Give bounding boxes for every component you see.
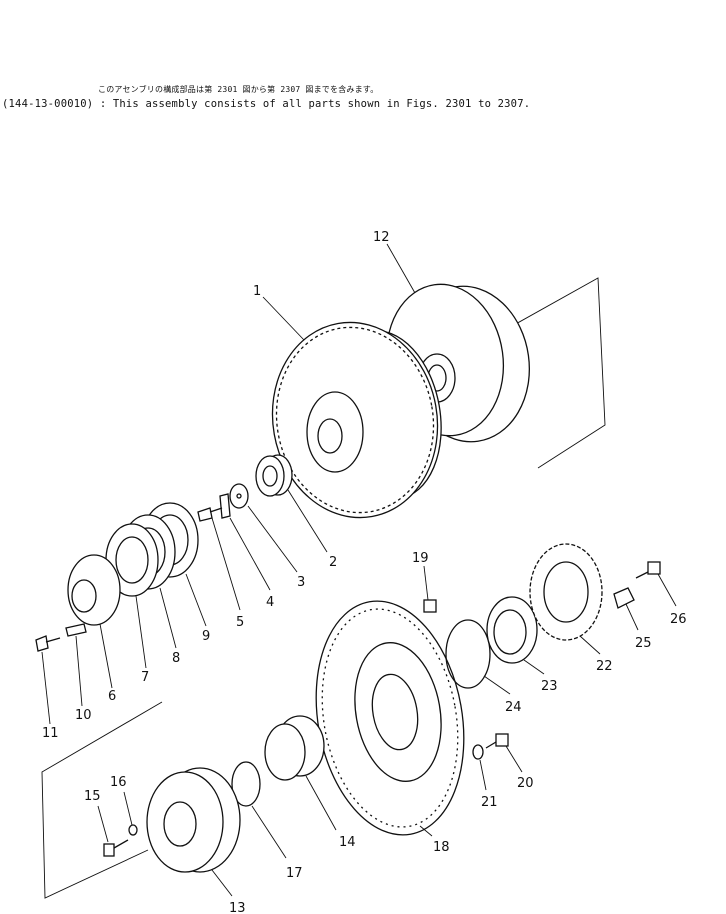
svg-text:24: 24 bbox=[505, 700, 522, 715]
callout-7: 7 bbox=[135, 595, 149, 685]
svg-text:21: 21 bbox=[481, 795, 498, 810]
svg-text:7: 7 bbox=[141, 670, 149, 685]
callout-19: 19 bbox=[412, 551, 429, 601]
callout-4: 4 bbox=[229, 517, 274, 610]
callout-18: 18 bbox=[419, 825, 450, 855]
part-11-bolt bbox=[35, 635, 61, 652]
svg-text:4: 4 bbox=[266, 595, 274, 610]
japanese-note: このアセンブリの構成部品は第 2301 図から第 2307 図までを含みます。 bbox=[98, 85, 379, 94]
callout-23: 23 bbox=[523, 659, 558, 694]
part-21-washer bbox=[472, 744, 484, 760]
callout-11: 11 bbox=[41, 651, 59, 741]
part-5-bolt bbox=[197, 507, 223, 522]
callout-15: 15 bbox=[84, 789, 109, 843]
svg-text:22: 22 bbox=[596, 659, 613, 674]
svg-text:16: 16 bbox=[110, 775, 127, 790]
callout-16: 16 bbox=[110, 775, 133, 826]
part-10-lock-plate bbox=[65, 623, 87, 637]
svg-text:19: 19 bbox=[412, 551, 429, 566]
svg-text:26: 26 bbox=[670, 612, 687, 627]
part-3-plate bbox=[229, 483, 249, 509]
callout-12: 12 bbox=[373, 230, 416, 294]
callout-22: 22 bbox=[579, 635, 613, 674]
svg-text:25: 25 bbox=[635, 636, 652, 651]
callout-5: 5 bbox=[211, 517, 244, 630]
svg-text:9: 9 bbox=[202, 629, 210, 644]
part-1-ring-gear-housing bbox=[271, 321, 442, 519]
svg-text:12: 12 bbox=[373, 230, 390, 245]
callout-21: 21 bbox=[479, 759, 498, 810]
part-2-bearing bbox=[255, 454, 293, 497]
callout-2: 2 bbox=[287, 489, 337, 570]
part-20-bolt bbox=[485, 733, 509, 749]
callout-14: 14 bbox=[305, 775, 356, 850]
callout-20: 20 bbox=[505, 745, 534, 791]
part-13-impeller bbox=[146, 767, 241, 873]
callout-24: 24 bbox=[483, 675, 522, 715]
svg-text:10: 10 bbox=[75, 708, 92, 723]
svg-text:18: 18 bbox=[433, 840, 450, 855]
callout-6: 6 bbox=[99, 623, 116, 704]
svg-text:17: 17 bbox=[286, 866, 303, 881]
part-16-washer bbox=[128, 824, 138, 836]
svg-text:2: 2 bbox=[329, 555, 337, 570]
callout-25: 25 bbox=[625, 603, 652, 651]
part-14-hub bbox=[264, 715, 325, 781]
part-25-lock-plate bbox=[613, 587, 635, 609]
callout-26: 26 bbox=[657, 573, 687, 627]
svg-text:23: 23 bbox=[541, 679, 558, 694]
callout-3: 3 bbox=[247, 505, 305, 590]
callout-17: 17 bbox=[251, 805, 303, 881]
part-15-bolt bbox=[103, 839, 129, 857]
callout-10: 10 bbox=[75, 635, 92, 723]
part-19-plug bbox=[423, 599, 437, 613]
svg-text:11: 11 bbox=[42, 726, 59, 741]
svg-text:15: 15 bbox=[84, 789, 101, 804]
callout-9: 9 bbox=[185, 573, 210, 644]
assembly-bracket-lower bbox=[41, 701, 163, 899]
svg-text:6: 6 bbox=[108, 689, 116, 704]
part-24-snap-ring bbox=[445, 619, 491, 689]
part-26-bolt bbox=[635, 561, 661, 579]
part-4-lock-plate bbox=[219, 493, 231, 519]
svg-text:8: 8 bbox=[172, 651, 180, 666]
callout-1: 1 bbox=[253, 284, 305, 341]
part-23-bearing bbox=[486, 596, 538, 664]
assembly-bracket-upper bbox=[504, 277, 606, 469]
callout-13: 13 bbox=[211, 869, 246, 914]
svg-text:5: 5 bbox=[236, 615, 244, 630]
part-6-hub bbox=[67, 554, 121, 626]
part-22-gear bbox=[529, 543, 603, 641]
svg-text:1: 1 bbox=[253, 284, 261, 299]
svg-text:14: 14 bbox=[339, 835, 356, 850]
svg-text:3: 3 bbox=[297, 575, 305, 590]
callout-8: 8 bbox=[159, 587, 180, 666]
svg-text:13: 13 bbox=[229, 901, 246, 914]
svg-text:20: 20 bbox=[517, 776, 534, 791]
english-note: (144-13-00010) : This assembly consists … bbox=[2, 98, 531, 110]
part-17-snap-ring bbox=[231, 761, 261, 807]
